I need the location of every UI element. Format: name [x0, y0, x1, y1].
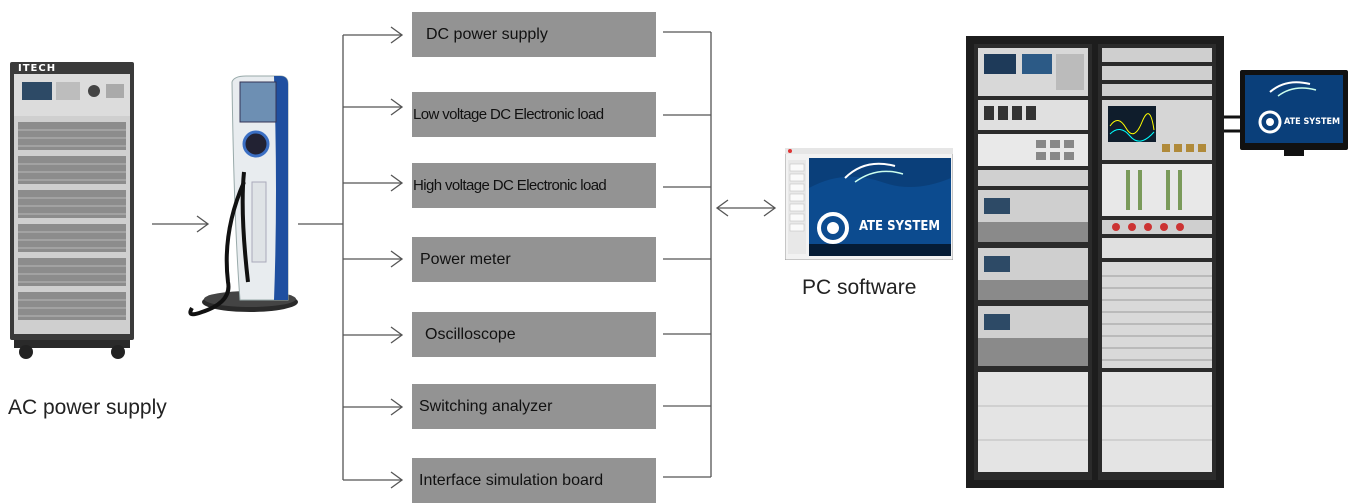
instrument-label: Switching analyzer: [419, 397, 553, 415]
monitor-image: ATE SYSTEM: [1240, 70, 1348, 156]
instrument-label: Power meter: [420, 250, 511, 268]
pc-software-screenshot: ATE SYSTEM: [784, 147, 954, 261]
instrument-box-high-voltage-load: High voltage DC Electronic load: [412, 163, 656, 208]
instrument-label: Oscilloscope: [425, 325, 516, 343]
monitor-ate-system-text: ATE SYSTEM: [1284, 117, 1341, 127]
instrument-label: Interface simulation board: [419, 471, 604, 489]
instrument-label: DC power supply: [426, 25, 548, 43]
ac-power-supply-caption: AC power supply: [8, 396, 167, 419]
instrument-label: Low voltage DC Electronic load: [413, 106, 604, 123]
instrument-box-oscilloscope: Oscilloscope: [412, 312, 656, 357]
instrument-box-interface-board: Interface simulation board: [412, 458, 656, 503]
ate-test-rack: [966, 36, 1224, 488]
instrument-box-dc-power-supply: DC power supply: [412, 12, 656, 57]
ev-charger-image: [182, 72, 298, 320]
pc-ate-system-text: ATE SYSTEM: [859, 219, 941, 234]
ac-power-supply-cabinet: ITECH: [8, 60, 136, 360]
instrument-box-power-meter: Power meter: [412, 237, 656, 282]
pc-software-caption: PC software: [802, 276, 917, 299]
itech-logo: ITECH: [18, 63, 57, 74]
instrument-box-switching-analyzer: Switching analyzer: [412, 384, 656, 429]
instrument-label: High voltage DC Electronic load: [413, 177, 607, 194]
instrument-box-low-voltage-load: Low voltage DC Electronic load: [412, 92, 656, 137]
